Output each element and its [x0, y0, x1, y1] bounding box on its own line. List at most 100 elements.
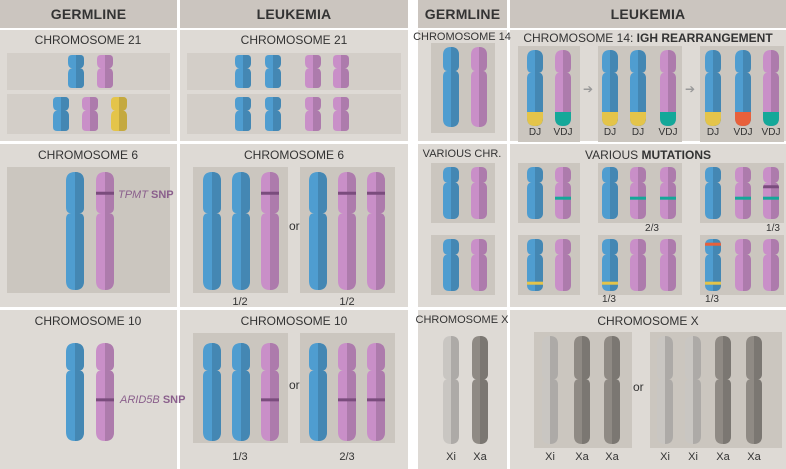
- chr6-leukemia-title: CHROMOSOME 6: [243, 148, 345, 162]
- various-leuk-59: [763, 239, 779, 291]
- various-leuk-46: [602, 167, 618, 219]
- various-leuk-49: [705, 167, 721, 219]
- chr14-b-dj2-label: DJ: [631, 127, 645, 138]
- chr14-a-dj-label: DJ: [528, 127, 542, 138]
- chrx-leuk-63: [574, 336, 590, 444]
- chr10-leuk-25: [232, 343, 250, 441]
- chr14-leukemia-title-prefix: CHROMOSOME 14:: [523, 31, 634, 45]
- chr21-leuk-9: [333, 55, 349, 88]
- chr14-leukemia-title-bold: IGH REARRANGEMENT: [636, 31, 773, 45]
- chrx-leuk-65: [657, 336, 673, 444]
- chr21-germ-5: [111, 97, 127, 131]
- chr14-leuk-35: [630, 50, 646, 126]
- various-leuk-45: [555, 167, 571, 219]
- chr14-leukemia-title: CHROMOSOME 14: IGH REARRANGEMENT: [523, 31, 772, 45]
- chr14-leuk-33: [555, 50, 571, 126]
- chr14-leuk-39: [763, 50, 779, 126]
- chrx-leuk-a-xa2-label: Xa: [605, 451, 619, 463]
- chr14-arrow-2: ➔: [685, 82, 696, 96]
- chr10-or-label: or: [289, 378, 300, 392]
- chr6-leuk-19: [309, 172, 327, 290]
- various-leukemia-title-prefix: VARIOUS: [584, 148, 639, 162]
- chr6-germ-15: [96, 172, 114, 290]
- tpmt-snp-label: TPMT SNP: [118, 189, 174, 201]
- chrx-leuk-67: [715, 336, 731, 444]
- chr6-leuk-17: [232, 172, 250, 290]
- chr10-fraction-a: 1/3: [232, 451, 248, 463]
- chr21-germ-4: [82, 97, 98, 131]
- chr14-b-vdj-label: VDJ: [658, 127, 678, 138]
- various-leuk-54: [602, 239, 618, 291]
- chr14-arrow-1: ➔: [583, 82, 594, 96]
- chr21-leuk-8: [305, 55, 321, 88]
- chrx-leuk-62: [542, 336, 558, 444]
- tpmt-gene-name: TPMT: [118, 189, 148, 201]
- chr10-leuk-24: [203, 343, 221, 441]
- chr21-leuk-12: [305, 97, 321, 131]
- chr21-leuk-7: [265, 55, 281, 88]
- various-leukemia-title-bold: MUTATIONS: [641, 148, 712, 162]
- chrx-germ-61: [472, 336, 488, 444]
- chr21-germ-1: [68, 55, 84, 88]
- chr6-germline-box: [7, 167, 170, 293]
- chr6-fraction-a: 1/2: [232, 296, 248, 308]
- chr14-germline-title: CHROMOSOME 14: [413, 31, 511, 43]
- chr14-leuk-38: [735, 50, 751, 126]
- chr10-germline-title: CHROMOSOME 10: [34, 314, 142, 328]
- chrx-leuk-b-xa1-label: Xa: [716, 451, 730, 463]
- chr21-leuk-6: [235, 55, 251, 88]
- chr6-leuk-18: [261, 172, 279, 290]
- chr21-leukemia-band-top: [187, 53, 401, 90]
- chrx-or-label: or: [633, 380, 644, 394]
- chrx-leuk-b-xa2-label: Xa: [747, 451, 761, 463]
- chr14-leuk-37: [705, 50, 721, 126]
- left-leukemia-header: LEUKEMIA: [180, 0, 408, 28]
- chrx-leuk-64: [604, 336, 620, 444]
- various-germ-40: [443, 167, 459, 219]
- chr10-leuk-26: [261, 343, 279, 441]
- chrx-germline-xa-label: Xa: [473, 451, 487, 463]
- chr10-leuk-28: [338, 343, 356, 441]
- various-leuk-44: [527, 167, 543, 219]
- chr14-b-dj1-label: DJ: [603, 127, 617, 138]
- chr14-germ-31: [471, 47, 487, 127]
- chr21-leukemia-title: CHROMOSOME 21: [240, 33, 348, 47]
- various-leuk-55: [630, 239, 646, 291]
- chr21-germline-title: CHROMOSOME 21: [34, 33, 142, 47]
- chrx-germline-xi-label: Xi: [446, 451, 456, 463]
- chrx-germline-title: CHROMOSOME X: [415, 314, 509, 326]
- various-leuk-58: [735, 239, 751, 291]
- various-leuk-57: [705, 239, 721, 291]
- chr6-leuk-20: [338, 172, 356, 290]
- various-fraction-2-3: 2/3: [645, 223, 659, 234]
- chr14-c-vdj2-label: VDJ: [761, 127, 781, 138]
- chrx-leuk-68: [746, 336, 762, 444]
- tpmt-snp-word: SNP: [151, 189, 174, 201]
- chr10-germ-23: [96, 343, 114, 441]
- chrx-leuk-a-xa1-label: Xa: [575, 451, 589, 463]
- chr6-germ-14: [66, 172, 84, 290]
- various-germ-41: [471, 167, 487, 219]
- chr6-germline-title: CHROMOSOME 6: [37, 148, 139, 162]
- chrx-leuk-b-xi1-label: Xi: [660, 451, 670, 463]
- chrx-leukemia-title: CHROMOSOME X: [597, 314, 699, 328]
- chr21-germ-3: [53, 97, 69, 131]
- arid5b-snp-word: SNP: [162, 394, 186, 406]
- various-leuk-51: [763, 167, 779, 219]
- left-germline-header: GERMLINE: [0, 0, 177, 28]
- chr14-c-dj-label: DJ: [706, 127, 720, 138]
- chr10-leuk-27: [309, 343, 327, 441]
- various-fraction-1-3-a: 1/3: [766, 223, 780, 234]
- various-fraction-1-3-b: 1/3: [602, 294, 616, 305]
- various-germ-43: [471, 239, 487, 291]
- various-fraction-1-3-c: 1/3: [705, 294, 719, 305]
- chrx-leuk-b-xi2-label: Xi: [688, 451, 698, 463]
- various-leuk-52: [527, 239, 543, 291]
- chr21-germ-2: [97, 55, 113, 88]
- arid5b-snp-label: ARID5B SNP: [120, 394, 185, 406]
- various-leuk-47: [630, 167, 646, 219]
- right-germline-chrx-panel: [418, 310, 507, 469]
- arid5b-gene-name: ARID5B: [120, 394, 160, 406]
- various-leuk-48: [660, 167, 676, 219]
